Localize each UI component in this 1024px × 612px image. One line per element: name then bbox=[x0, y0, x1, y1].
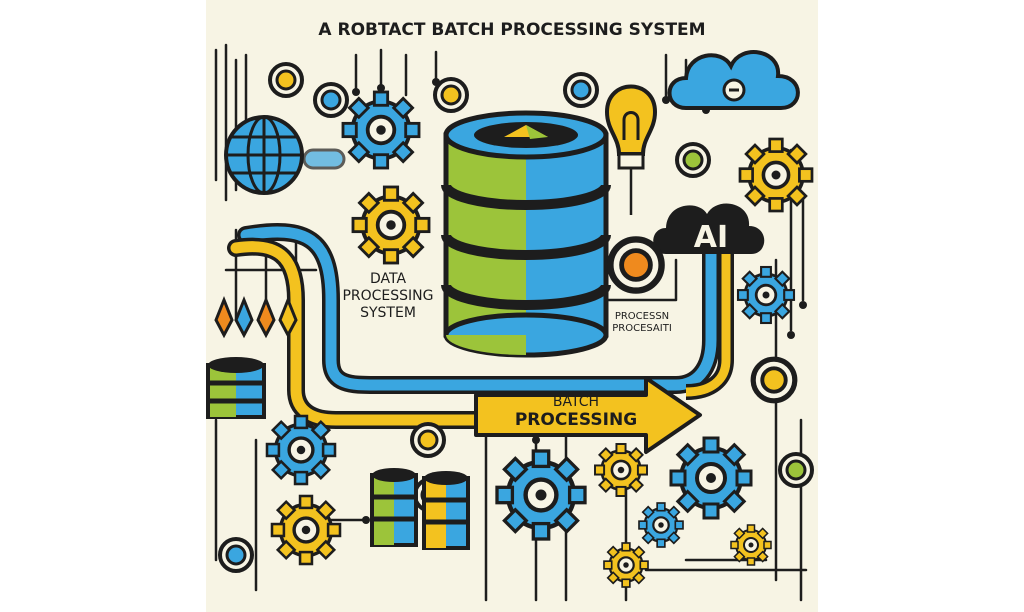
ring-icon bbox=[218, 537, 254, 573]
arrow-icon bbox=[474, 376, 702, 454]
ring-icon bbox=[753, 359, 795, 401]
gear-icon bbox=[593, 442, 649, 498]
ring-icon bbox=[675, 142, 711, 178]
gear-icon bbox=[270, 494, 342, 566]
data-processing-line2: PROCESSING bbox=[342, 288, 433, 304]
ring-icon bbox=[610, 239, 661, 290]
lightbulb-icon bbox=[604, 84, 658, 215]
gear-icon bbox=[736, 265, 796, 325]
ring-icon bbox=[268, 62, 304, 98]
mini-database-icon bbox=[422, 471, 470, 550]
gear-icon bbox=[738, 137, 814, 213]
mini-database-icon bbox=[206, 357, 266, 419]
batch-processing-diagram: BATCH PROCESSING A ROBTACT BATCH PROCESS… bbox=[206, 20, 814, 602]
gear-icon bbox=[637, 501, 685, 549]
mini-database-icon bbox=[370, 468, 418, 547]
process-small-line1: PROCESSN bbox=[615, 311, 669, 322]
gear-icon bbox=[265, 414, 337, 486]
blue-pipe-fill bbox=[240, 226, 717, 391]
pendant-icons bbox=[214, 295, 298, 339]
batch-label-line2: PROCESSING bbox=[515, 410, 637, 430]
ring-icon bbox=[433, 77, 469, 113]
ring-icon bbox=[563, 72, 599, 108]
globe-icon bbox=[224, 115, 304, 195]
ai-badge-label: AI bbox=[694, 220, 728, 255]
cloud-icon bbox=[667, 50, 800, 110]
illustration-panel: BATCH PROCESSING A ROBTACT BATCH PROCESS… bbox=[206, 0, 818, 612]
ring-icon bbox=[313, 82, 349, 118]
ring-icon bbox=[778, 452, 814, 488]
gear-icon bbox=[497, 451, 585, 539]
data-processing-line1: DATA bbox=[370, 271, 406, 287]
gear-icon bbox=[669, 436, 753, 520]
gear-icon bbox=[351, 185, 431, 265]
gear-icon bbox=[730, 524, 772, 566]
globe-bar bbox=[302, 148, 346, 170]
page-title: A ROBTACT BATCH PROCESSING SYSTEM bbox=[318, 20, 705, 40]
data-processing-line3: SYSTEM bbox=[360, 305, 416, 321]
gear-icon bbox=[602, 541, 650, 589]
database-icon bbox=[441, 110, 611, 358]
process-small-line2: PROCESAITI bbox=[612, 323, 672, 334]
yellow-pipe-fill bbox=[230, 241, 642, 426]
ai-cloud-icon bbox=[653, 203, 765, 254]
gear-icon bbox=[341, 90, 421, 170]
ring-icon bbox=[410, 422, 446, 458]
batch-label-line1: BATCH bbox=[553, 394, 599, 410]
